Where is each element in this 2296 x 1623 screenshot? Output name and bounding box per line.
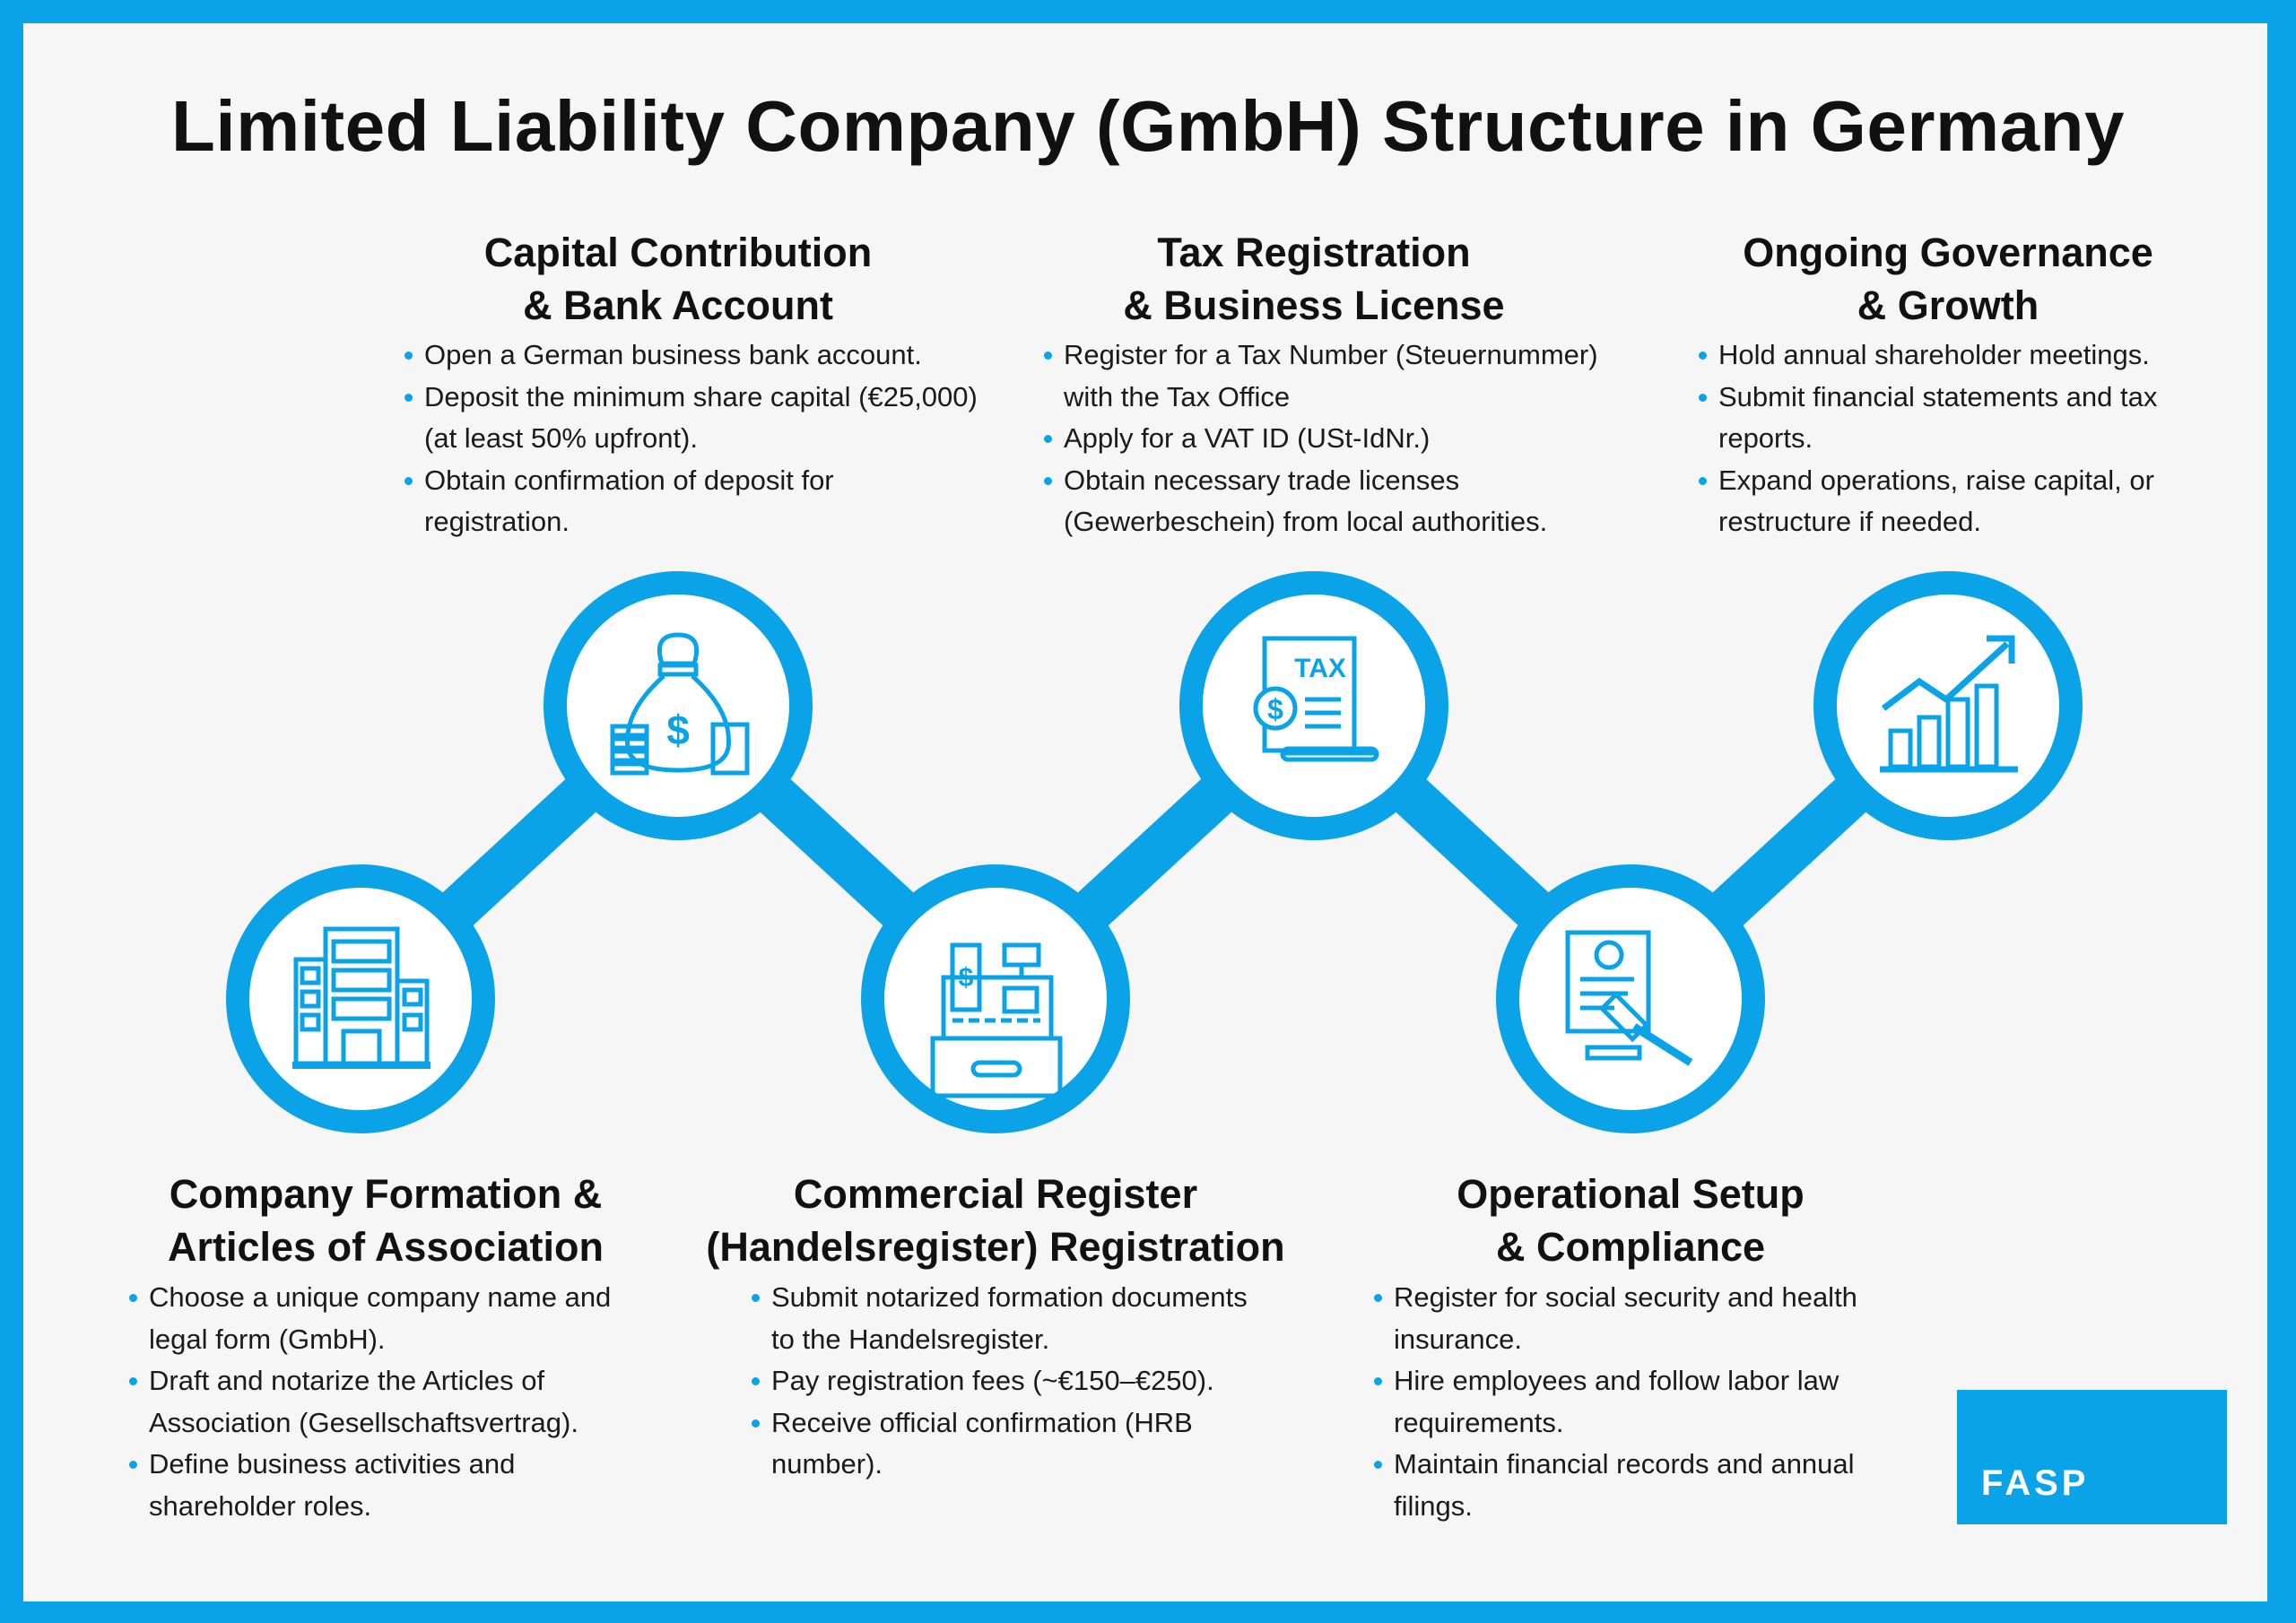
list-item: Hold annual shareholder meetings. — [1699, 334, 2219, 377]
heading-line: & Compliance — [1495, 1224, 1766, 1270]
document-gavel-icon — [1565, 930, 1693, 1066]
list-item: Maintain financial records and annual fi… — [1374, 1444, 1912, 1527]
list-item: Register for a Tax Number (Steuernummer)… — [1044, 334, 1600, 418]
list-item: Apply for a VAT ID (USt-IdNr.) — [1044, 418, 1600, 460]
list-item: Choose a unique company name and legal f… — [129, 1277, 667, 1360]
step-3-heading: Commercial Register (Handelsregister) Reg… — [682, 1167, 1309, 1273]
list-item: Obtain confirmation of deposit for regis… — [404, 460, 978, 543]
svg-text:$: $ — [666, 707, 690, 753]
step-circle-5 — [1496, 864, 1765, 1133]
heading-line: Capital Contribution — [483, 230, 873, 275]
list-item: Submit financial statements and tax repo… — [1699, 377, 2219, 460]
heading-line: (Handelsregister) Registration — [706, 1224, 1285, 1270]
heading-line: Commercial Register — [793, 1171, 1198, 1217]
step-circle-4 — [1179, 571, 1448, 840]
step-1-bullets: Choose a unique company name and legal f… — [129, 1277, 667, 1527]
fasp-logo: FASP — [1957, 1390, 2227, 1524]
step-2-heading: Capital Contribution & Bank Account — [364, 226, 992, 332]
heading-line: & Business License — [1123, 282, 1505, 328]
step-4-heading: Tax Registration & Business License — [1000, 226, 1628, 332]
step-circle-3 — [861, 864, 1130, 1133]
heading-line: Operational Setup — [1457, 1171, 1805, 1217]
list-item: Pay registration fees (~€150–€250). — [752, 1360, 1254, 1402]
step-5-bullets: Register for social security and health … — [1374, 1277, 1912, 1527]
step-6-bullets: Hold annual shareholder meetings. Submit… — [1699, 334, 2219, 543]
step-2-bullets: Open a German business bank account. Dep… — [404, 334, 978, 543]
tax-document-icon: $ TAX — [1253, 636, 1379, 762]
office-building-icon — [292, 926, 430, 1069]
list-item: Obtain necessary trade licenses (Gewerbe… — [1044, 460, 1600, 543]
step-6-heading: Ongoing Governance & Growth — [1634, 226, 2262, 332]
step-4-bullets: Register for a Tax Number (Steuernummer)… — [1044, 334, 1600, 543]
page-title: Limited Liability Company (GmbH) Structu… — [171, 86, 2125, 166]
heading-line: Ongoing Governance — [1743, 230, 2153, 275]
step-1-heading: Company Formation & Articles of Associati… — [72, 1167, 700, 1273]
money-bag-icon: $ — [610, 632, 750, 776]
list-item: Expand operations, raise capital, or res… — [1699, 460, 2219, 543]
heading-line: & Growth — [1857, 282, 2039, 328]
step-circle-2 — [544, 571, 813, 840]
list-item: Define business activities and sharehold… — [129, 1444, 667, 1527]
svg-text:TAX: TAX — [1294, 654, 1346, 683]
list-item: Draft and notarize the Articles of Assoc… — [129, 1360, 667, 1444]
svg-text:$: $ — [959, 963, 974, 993]
list-item: Deposit the minimum share capital (€25,0… — [404, 377, 978, 460]
list-item: Open a German business bank account. — [404, 334, 978, 377]
list-item: Hire employees and follow labor law requ… — [1374, 1360, 1912, 1444]
growth-chart-icon — [1880, 635, 2018, 773]
heading-line: Tax Registration — [1157, 230, 1471, 275]
list-item: Submit notarized formation documents to … — [752, 1277, 1254, 1360]
cash-register-icon: $ — [930, 942, 1063, 1098]
step-3-bullets: Submit notarized formation documents to … — [752, 1277, 1254, 1486]
heading-line: Articles of Association — [168, 1224, 604, 1270]
list-item: Register for social security and health … — [1374, 1277, 1912, 1360]
heading-line: & Bank Account — [523, 282, 833, 328]
list-item: Receive official confirmation (HRB numbe… — [752, 1402, 1254, 1486]
svg-text:$: $ — [1267, 693, 1283, 725]
step-5-heading: Operational Setup & Compliance — [1317, 1167, 1944, 1273]
heading-line: Company Formation & — [169, 1171, 603, 1217]
